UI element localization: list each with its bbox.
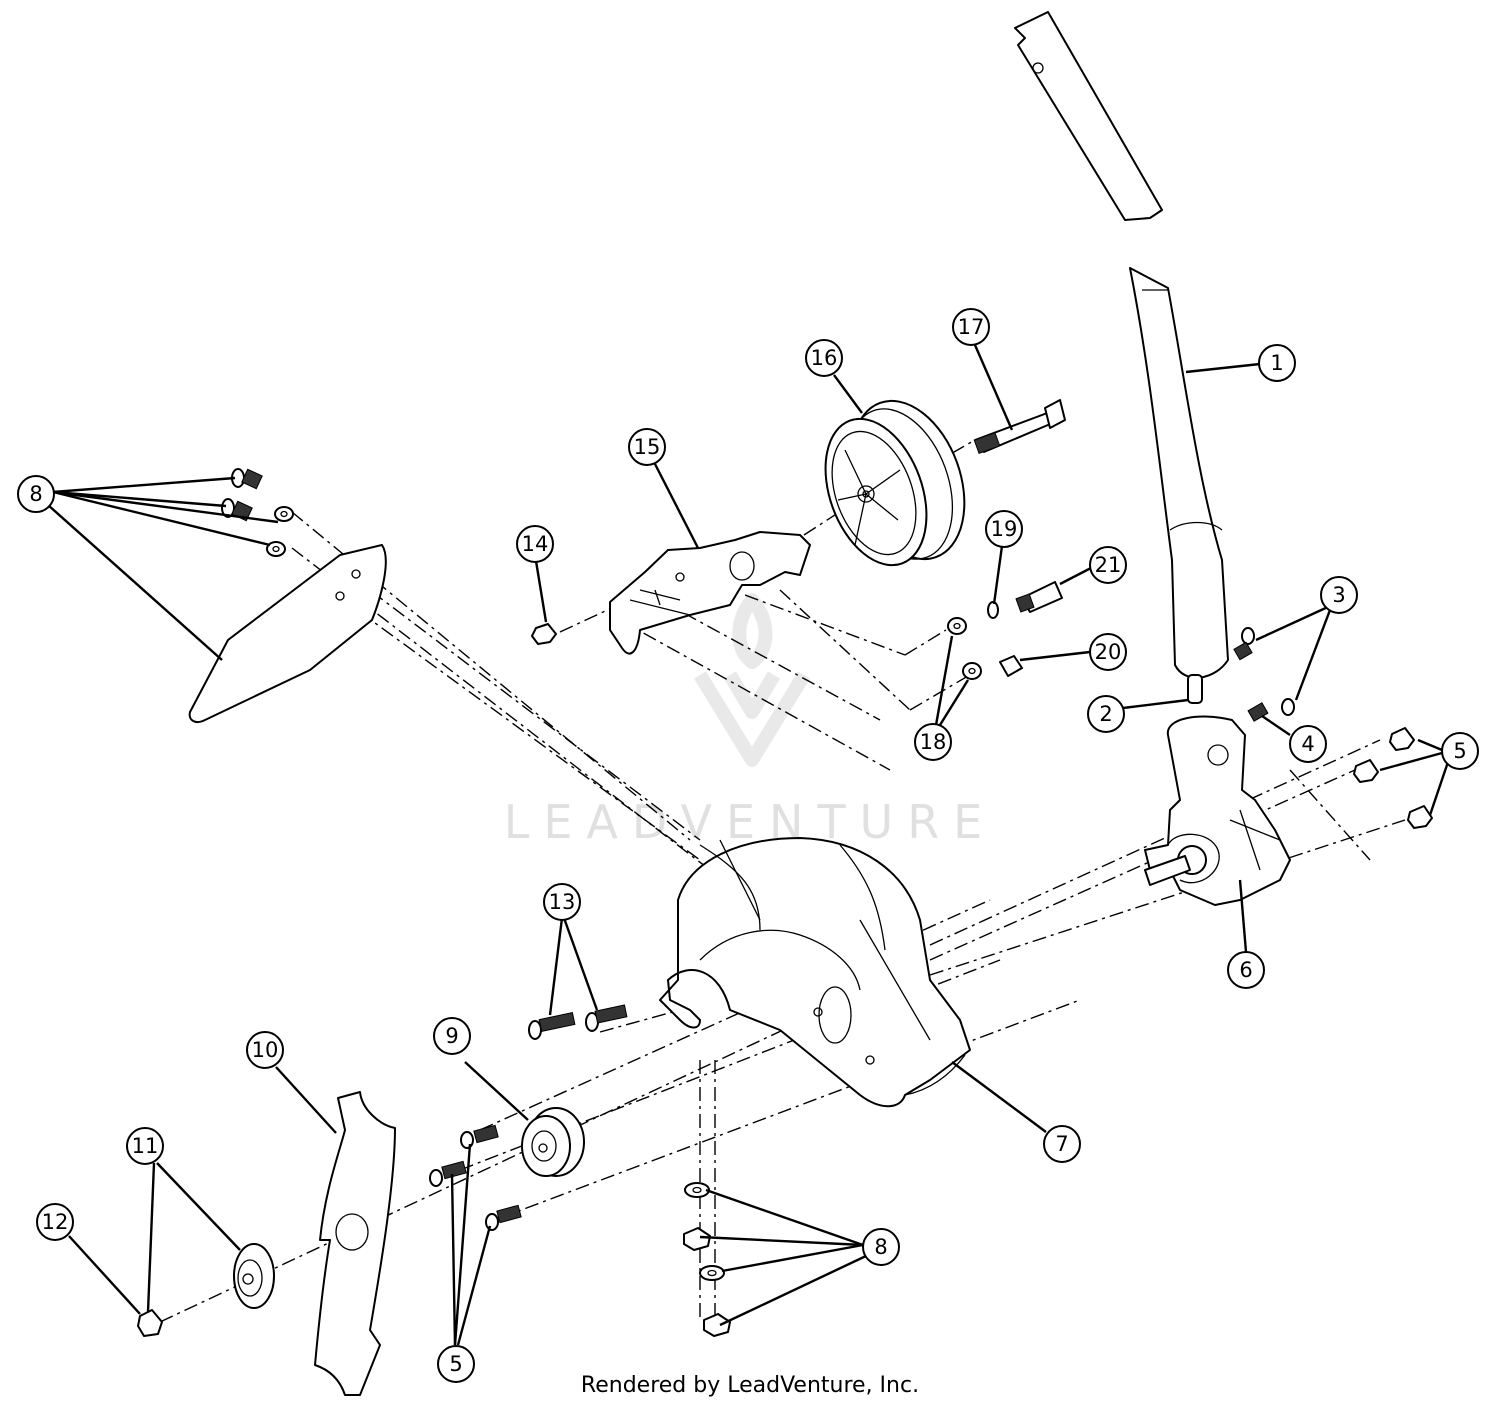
wheel-bracket bbox=[609, 531, 811, 655]
carriage-bolts bbox=[528, 1004, 628, 1040]
callout-label: 3 bbox=[1332, 583, 1345, 607]
callout-label: 4 bbox=[1301, 732, 1314, 756]
callout-label: 21 bbox=[1095, 553, 1122, 577]
nut-14 bbox=[531, 623, 557, 645]
callout-label: 15 bbox=[634, 435, 661, 459]
callout-label: 16 bbox=[811, 346, 838, 370]
deflector-plate bbox=[188, 544, 387, 723]
callout-label: 1 bbox=[1270, 351, 1283, 375]
watermark-text: LEADVENTURE bbox=[504, 795, 997, 849]
nuts-right bbox=[1353, 727, 1433, 829]
guard-hardware bbox=[683, 1182, 731, 1337]
callout-label: 5 bbox=[1453, 739, 1466, 763]
axle-hardware bbox=[947, 581, 1063, 680]
watermark: LEADVENTURE bbox=[504, 593, 997, 849]
callout-5-lower: 5 bbox=[437, 1345, 475, 1383]
callout-label: 12 bbox=[42, 1210, 69, 1234]
callout-2: 2 bbox=[1087, 695, 1125, 733]
callout-13: 13 bbox=[543, 883, 581, 921]
callout-20: 20 bbox=[1089, 633, 1127, 671]
callout-label: 6 bbox=[1239, 958, 1252, 982]
callout-label: 2 bbox=[1099, 702, 1112, 726]
callout-3: 3 bbox=[1320, 576, 1358, 614]
callout-19: 19 bbox=[985, 510, 1023, 548]
watermark-logo-icon bbox=[694, 593, 810, 767]
callout-10: 10 bbox=[246, 1031, 284, 1069]
callout-12: 12 bbox=[36, 1203, 74, 1241]
axle-bolt bbox=[973, 399, 1066, 454]
callout-label: 5 bbox=[449, 1352, 462, 1376]
blade-guard bbox=[659, 837, 971, 1108]
callout-1: 1 bbox=[1258, 344, 1296, 382]
shaft-tube-lower bbox=[1129, 267, 1229, 704]
callout-8-upper: 8 bbox=[17, 475, 55, 513]
callouts: 1 2 3 4 5 5 6 7 8 8 9 10 11 12 13 14 15 … bbox=[17, 308, 1479, 1383]
callout-7: 7 bbox=[1043, 1125, 1081, 1163]
blade bbox=[314, 1091, 396, 1396]
callout-18: 18 bbox=[914, 723, 952, 761]
callout-17: 17 bbox=[952, 308, 990, 346]
callout-label: 20 bbox=[1095, 640, 1122, 664]
shaft-tube-upper bbox=[1014, 11, 1163, 221]
blade-washer bbox=[233, 1243, 275, 1309]
callout-6: 6 bbox=[1227, 951, 1265, 989]
leader-lines bbox=[47, 344, 1450, 1346]
callout-8-lower: 8 bbox=[862, 1228, 900, 1266]
gear-housing bbox=[1144, 715, 1291, 906]
callout-label: 8 bbox=[874, 1235, 887, 1259]
bolts-lower bbox=[429, 1124, 522, 1231]
callout-9: 9 bbox=[433, 1017, 471, 1055]
callout-label: 18 bbox=[920, 730, 947, 754]
callout-14: 14 bbox=[516, 525, 554, 563]
callout-label: 9 bbox=[445, 1024, 458, 1048]
callout-11: 11 bbox=[126, 1127, 164, 1165]
callout-label: 17 bbox=[958, 315, 985, 339]
credit-text: Rendered by LeadVenture, Inc. bbox=[581, 1373, 919, 1398]
callout-label: 14 bbox=[522, 532, 549, 556]
blade-nut bbox=[137, 1309, 163, 1337]
assembly-lines bbox=[159, 439, 1406, 1323]
callout-21: 21 bbox=[1089, 546, 1127, 584]
callout-label: 8 bbox=[29, 482, 42, 506]
housing-screws bbox=[1233, 627, 1295, 722]
callout-15: 15 bbox=[628, 428, 666, 466]
callout-label: 10 bbox=[252, 1038, 279, 1062]
callout-5-right: 5 bbox=[1441, 732, 1479, 770]
callout-label: 13 bbox=[549, 890, 576, 914]
spacer-bearing bbox=[521, 1107, 585, 1177]
callout-label: 11 bbox=[132, 1134, 159, 1158]
wheel bbox=[824, 399, 966, 567]
callout-label: 19 bbox=[991, 517, 1018, 541]
callout-label: 7 bbox=[1055, 1132, 1068, 1156]
callout-16: 16 bbox=[805, 339, 843, 377]
callout-4: 4 bbox=[1289, 725, 1327, 763]
